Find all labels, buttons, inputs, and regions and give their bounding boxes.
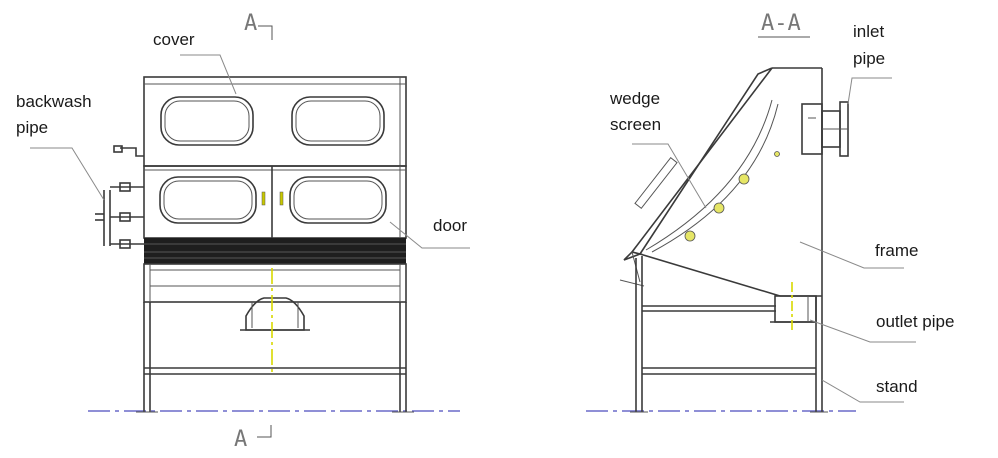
cover-window-right <box>291 96 385 146</box>
front-outlet-spout <box>240 297 310 331</box>
leader-stand <box>821 379 904 403</box>
side-body <box>619 67 823 412</box>
section-mark-bottom: A <box>234 427 247 452</box>
cover-window-left <box>160 96 254 146</box>
leader-frame <box>799 241 904 269</box>
door-window-left <box>159 176 257 224</box>
backwash-pipe-assembly <box>95 145 144 249</box>
front-tray <box>143 263 407 303</box>
front-stand <box>136 302 414 413</box>
leader-wedge-screen <box>632 143 707 209</box>
leader-door <box>389 221 470 249</box>
leader-outlet-pipe <box>809 319 916 343</box>
label-cover: cover <box>153 30 195 49</box>
door-box <box>143 165 407 239</box>
side-view <box>586 36 856 413</box>
label-door: door <box>433 216 467 235</box>
leader-cover <box>180 54 237 95</box>
leader-inlet-pipe <box>847 77 892 105</box>
door-window-right <box>289 176 387 224</box>
label-wedge-screen-1: wedge <box>609 89 660 108</box>
section-title-aa: A-A <box>761 11 801 36</box>
leader-lines <box>30 54 916 403</box>
screen-band <box>144 238 406 264</box>
label-frame: frame <box>875 241 918 260</box>
screen-bolts <box>684 151 780 242</box>
bottom-section-arrow <box>257 425 272 438</box>
side-outlet-pipe <box>770 295 817 323</box>
label-inlet-pipe-1: inlet <box>853 22 884 41</box>
label-stand: stand <box>876 377 918 396</box>
inlet-pipe-assembly <box>801 101 849 157</box>
label-inlet-pipe-2: pipe <box>853 49 885 68</box>
leader-backwash-pipe <box>30 147 105 201</box>
front-view <box>88 25 460 438</box>
label-backwash-pipe-2: pipe <box>16 118 48 137</box>
side-stand <box>630 256 828 413</box>
label-outlet-pipe: outlet pipe <box>876 312 954 331</box>
label-backwash-pipe-1: backwash <box>16 92 92 111</box>
section-mark-top: A <box>244 11 257 36</box>
cover-box <box>143 76 407 167</box>
door-handle-right <box>279 191 284 206</box>
top-section-arrow <box>258 25 273 40</box>
label-wedge-screen-2: screen <box>610 115 661 134</box>
door-handle-left <box>261 191 266 206</box>
